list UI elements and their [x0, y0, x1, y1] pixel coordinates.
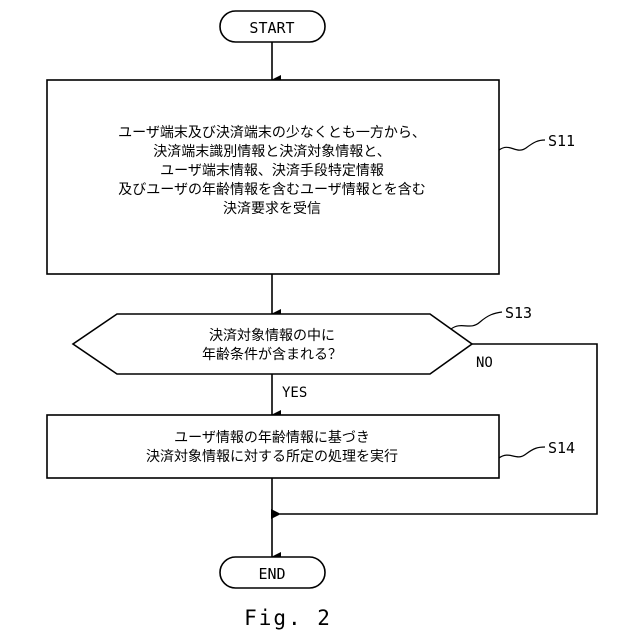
process-box-s14 — [47, 415, 499, 478]
s11-leader-line — [499, 140, 545, 150]
s11-line: 決済端末識別情報と決済対象情報と、 — [153, 144, 390, 160]
start-label: START — [249, 19, 294, 37]
s14-leader-line — [499, 447, 545, 458]
figure-caption: Fig. 2 — [244, 606, 332, 630]
end-label: END — [258, 565, 285, 583]
s11-line: ユーザ端末及び決済端末の少なくとも一方から、 — [118, 125, 426, 141]
no-label: NO — [476, 355, 493, 371]
s13-line: 年齢条件が含まれる？ — [202, 346, 342, 363]
s11-line: 及びユーザの年齢情報を含むユーザ情報とを含む — [118, 182, 425, 198]
s11-line: ユーザ端末情報、決済手段特定情報 — [160, 163, 384, 179]
s13-leader-line — [451, 312, 502, 329]
decision-s13 — [73, 314, 472, 374]
s13-line: 決済対象情報の中に — [209, 328, 335, 344]
s13-step-id: S13 — [505, 304, 532, 322]
yes-label: YES — [282, 385, 307, 401]
s11-step-id: S11 — [548, 132, 575, 150]
s14-line: ユーザ情報の年齢情報に基づき — [174, 429, 370, 446]
s14-step-id: S14 — [548, 439, 575, 457]
s14-line: 決済対象情報に対する所定の処理を実行 — [146, 449, 398, 465]
s11-line: 決済要求を受信 — [223, 201, 321, 217]
